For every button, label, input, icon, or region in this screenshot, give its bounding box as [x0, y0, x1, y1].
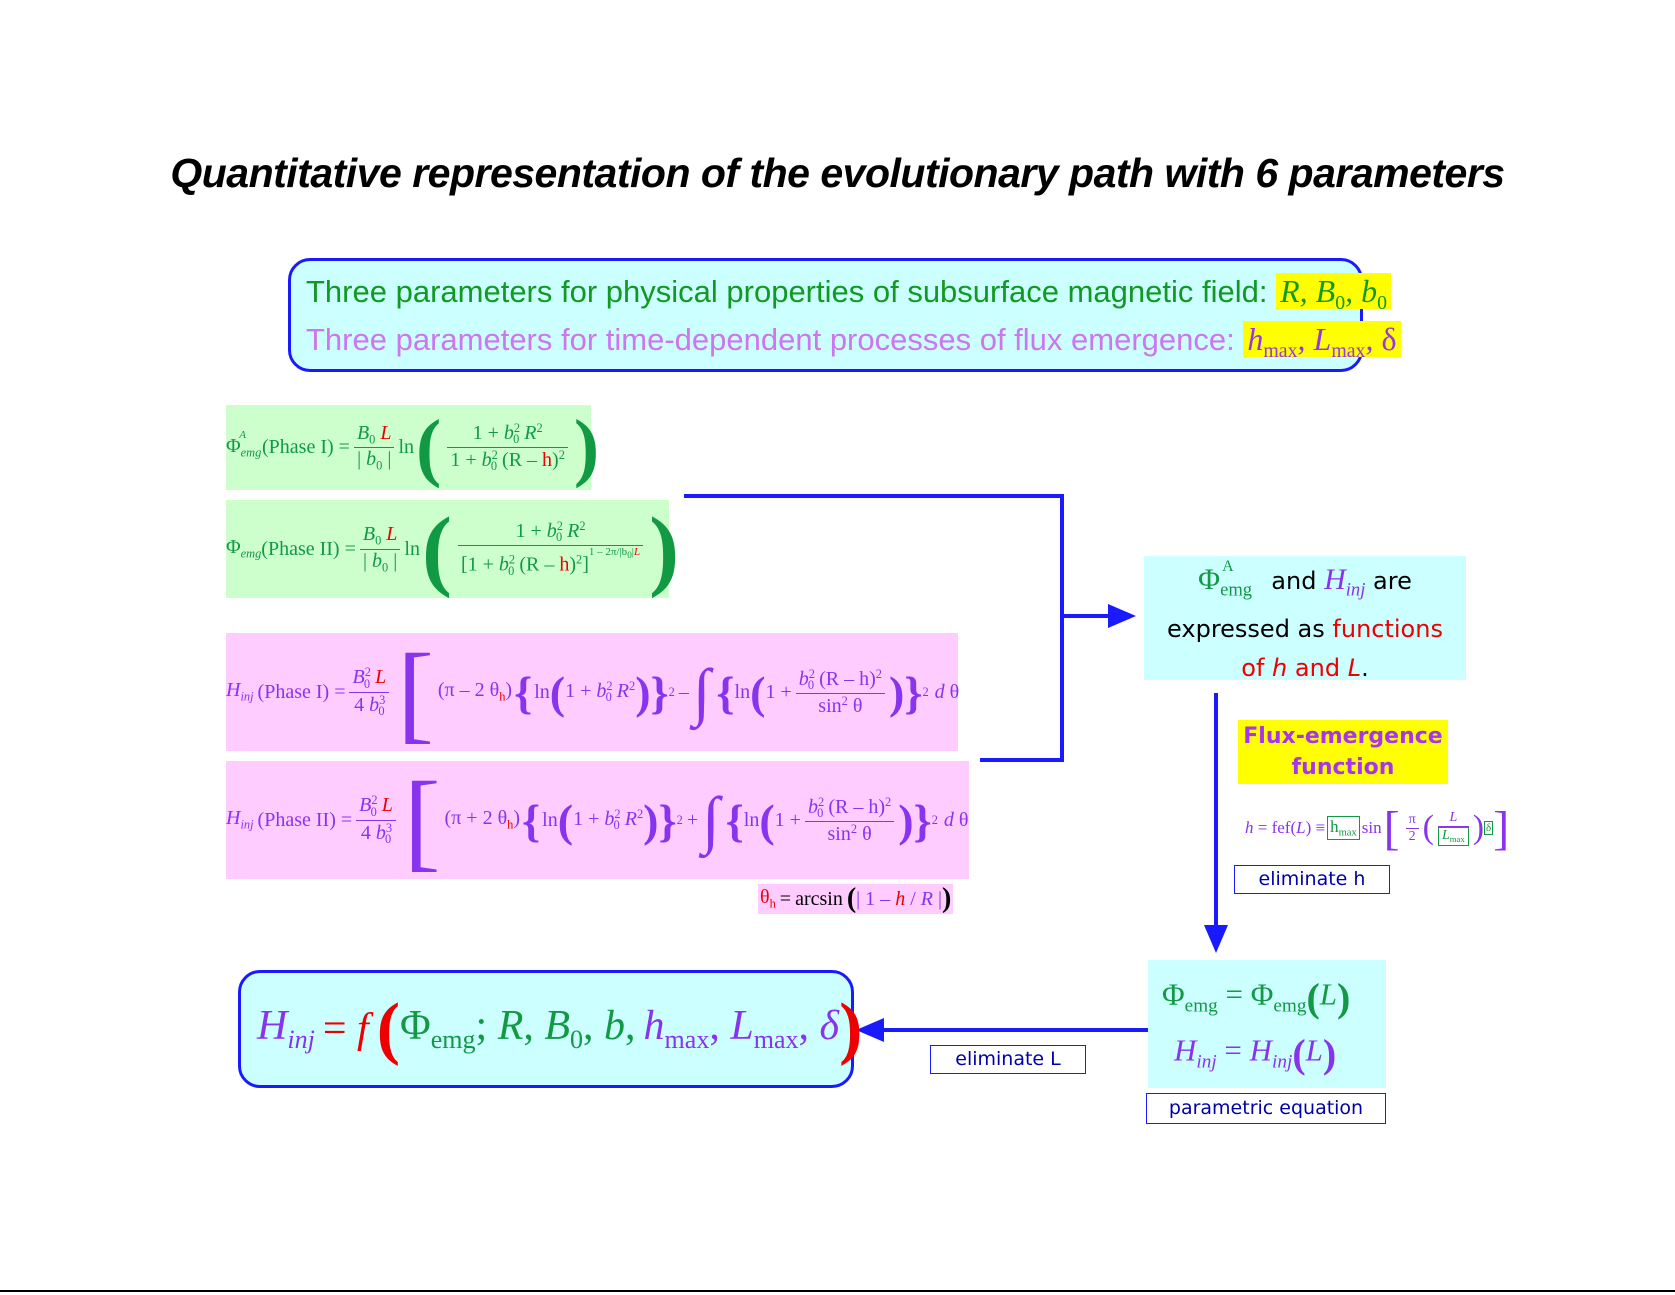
parametric-box: Φemg = Φemg(L) Hinj = Hinj(L) — [1148, 960, 1386, 1088]
param-line-temporal: Three parameters for time-dependent proc… — [306, 321, 1401, 363]
physical-symbols: R, B0, b0 — [1276, 273, 1392, 314]
param-line-temporal-text: Three parameters for time-dependent proc… — [306, 322, 1235, 357]
phi-of-l: Φemg = Φemg(L) — [1162, 975, 1351, 1020]
arrow-head-right — [1108, 604, 1136, 628]
param-line-physical-text: Three parameters for physical properties… — [306, 274, 1268, 309]
functions-line-3: of h and L. — [1144, 649, 1466, 688]
arrow-head-down — [1204, 925, 1228, 953]
page-bottom-rule — [0, 1290, 1675, 1292]
result-equation: Hinj = f ( Φemg; R, B0, b, hmax, Lmax, δ… — [257, 990, 863, 1067]
period-text: . — [1361, 653, 1369, 682]
and-text-1: and — [1271, 567, 1317, 595]
temporal-symbols: hmax, Lmax, δ — [1243, 321, 1401, 362]
functions-box: ΦemgA and Hinj are expressed as function… — [1144, 556, 1466, 682]
arcsin-text: arcsin — [795, 887, 843, 910]
ln-text: ln — [398, 436, 415, 458]
bracket-connector — [684, 494, 1064, 762]
and-text-2: and — [1294, 653, 1341, 682]
arrow-head-left — [856, 1018, 884, 1042]
flux-emergence-title: Flux-emergence function — [1238, 720, 1448, 784]
functions-line-1: ΦemgA and Hinj are — [1198, 558, 1412, 601]
phase1-label: (Phase I) = — [262, 436, 350, 458]
are-text: are — [1373, 567, 1412, 595]
fef-title-line1: Flux-emergence — [1243, 724, 1443, 749]
phi-phase1-equation: ΦemgA (Phase I) = B0 L| b0 | ln ( 1 + b2… — [226, 405, 600, 490]
functions-line-2: expressed as functions — [1144, 610, 1466, 649]
phase2-label: (Phase II) = — [261, 537, 356, 560]
h-text: h — [1272, 653, 1288, 682]
param-line-physical: Three parameters for physical properties… — [306, 273, 1392, 315]
functions-text: functions — [1332, 614, 1443, 643]
phi-phase2-equation: Φemg (Phase II) = B0 L| b0 | ln ( 1 + b2… — [226, 499, 680, 599]
page-title: Quantitative representation of the evolu… — [170, 150, 1505, 196]
eliminate-h-label: eliminate h — [1234, 865, 1390, 894]
l-text: L — [1347, 653, 1362, 682]
h-of-l: Hinj = Hinj(L) — [1174, 1031, 1337, 1076]
of-text: of — [1241, 653, 1265, 682]
eliminate-l-label: eliminate L — [930, 1045, 1086, 1074]
parametric-equation-label: parametric equation — [1146, 1093, 1386, 1124]
result-box: Hinj = f ( Φemg; R, B0, b, hmax, Lmax, δ… — [238, 970, 862, 1088]
theta-h-definition: θh = arcsin ( | 1 – h / R | ) — [758, 883, 954, 914]
parameter-box: Three parameters for physical properties… — [288, 258, 1401, 372]
expressed-text: expressed as — [1167, 614, 1325, 643]
fef-title-line2: function — [1291, 755, 1395, 780]
